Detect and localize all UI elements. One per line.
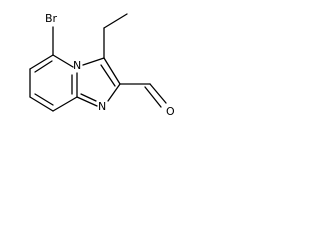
double-bond-n1-c8a xyxy=(80,93,97,102)
bond-n1-c8a xyxy=(76,96,98,107)
bond-c2-n1 xyxy=(107,83,121,102)
bond-cho-oxygen xyxy=(149,83,167,104)
bromine-label: Br xyxy=(45,12,58,25)
bridgehead-nitrogen-label: N xyxy=(73,59,81,72)
chemical-structure: Br N N O xyxy=(29,12,175,118)
imine-nitrogen-label: N xyxy=(98,100,106,113)
bond-c7-c8 xyxy=(29,96,54,112)
bond-c3-c2 xyxy=(103,57,121,85)
bond-c8-c8a xyxy=(52,96,78,112)
bond-n4-c3 xyxy=(82,57,105,66)
double-bond-c7-c8 xyxy=(34,93,54,106)
bond-ethyl-ch2-ch3 xyxy=(103,13,128,29)
aldehyde-oxygen-label: O xyxy=(166,105,175,118)
double-bond-c5-c6 xyxy=(34,60,53,73)
double-bond-cho-oxygen xyxy=(144,86,162,108)
bond-c5-c6 xyxy=(29,54,54,70)
double-bond-c3-c2 xyxy=(100,64,116,87)
bond-n4-c5 xyxy=(52,54,74,68)
